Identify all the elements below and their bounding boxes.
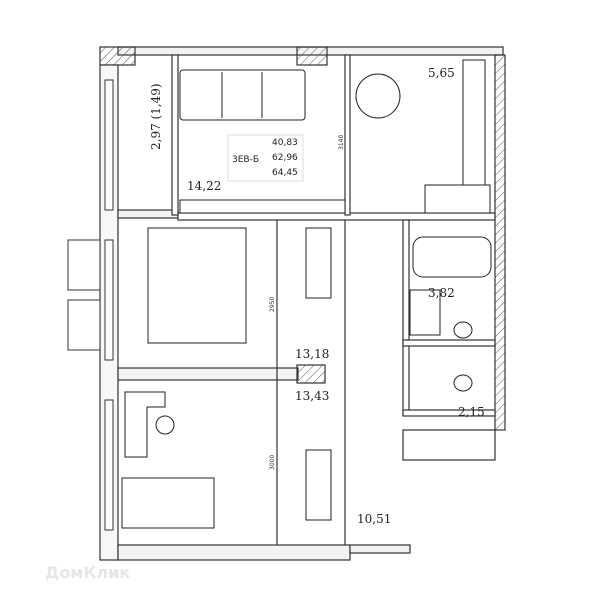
sofa <box>179 69 306 121</box>
living-height: 3140 <box>338 135 345 150</box>
bedroom-height: 2950 <box>269 297 276 312</box>
bathtub <box>412 236 492 278</box>
tv-unit <box>179 199 346 214</box>
living-area: 40,83 <box>272 138 298 148</box>
total-area: 62,96 <box>272 153 298 163</box>
kitchen-counter <box>462 59 486 186</box>
stove <box>424 184 491 214</box>
bedroom-area: 13,18 <box>295 347 329 361</box>
kids-height: 3000 <box>269 455 276 470</box>
total-area-loggia: 64,45 <box>272 168 298 178</box>
living-room-area: 14,22 <box>187 179 221 193</box>
loggia-area: 2,97 (1,49) <box>149 83 163 150</box>
hall-area: 10,51 <box>357 512 391 526</box>
dining-table <box>355 73 401 119</box>
furniture <box>121 59 492 529</box>
toilet-area: 2,15 <box>458 405 485 419</box>
bed <box>147 227 247 344</box>
wardrobe-2 <box>305 449 332 521</box>
apartment-type: 3ЕВ-Б <box>232 155 259 165</box>
toilet <box>453 321 473 339</box>
desk <box>124 391 166 458</box>
bathroom-area: 3,82 <box>428 286 455 300</box>
watermark: ДомКлик <box>45 563 130 582</box>
kids-bed <box>121 477 215 529</box>
toilet-2 <box>453 374 473 392</box>
shower <box>409 289 441 336</box>
kitchen-area: 5,65 <box>428 66 455 80</box>
kids-room-area: 13,43 <box>295 389 329 403</box>
chair <box>155 415 175 435</box>
wardrobe <box>305 227 332 299</box>
windows <box>67 79 114 531</box>
labels: 2,97 (1,49) 3ЕВ-Б 40,83 62,96 64,45 14,2… <box>149 66 485 526</box>
